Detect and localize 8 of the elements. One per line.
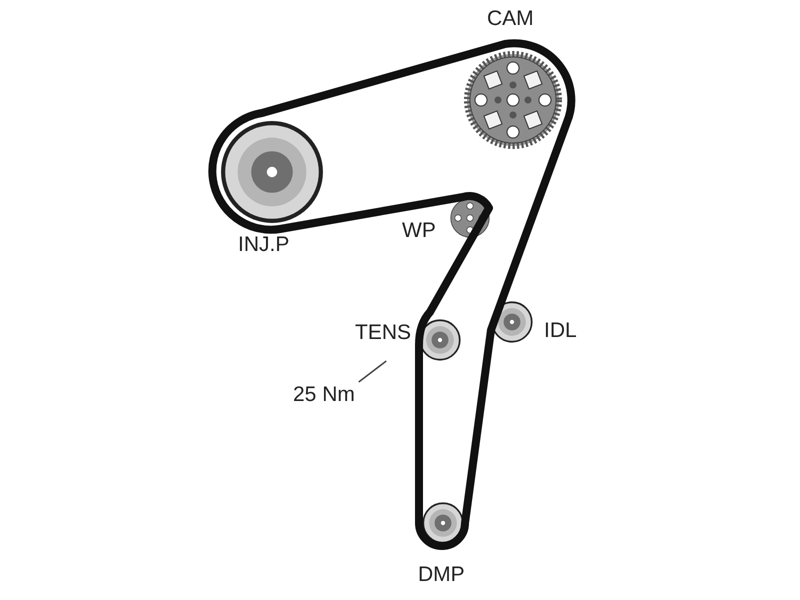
torque-label: 25 Nm: [293, 382, 355, 408]
pulley-label: CAM: [487, 6, 534, 32]
pulley-label: INJ.P: [238, 232, 290, 258]
pulley-label: WP: [402, 218, 436, 244]
pulley-label: TENS: [355, 320, 412, 346]
pulley-label: DMP: [418, 562, 465, 588]
pulley-label: IDL: [544, 318, 577, 344]
leader-line: [358, 360, 387, 383]
